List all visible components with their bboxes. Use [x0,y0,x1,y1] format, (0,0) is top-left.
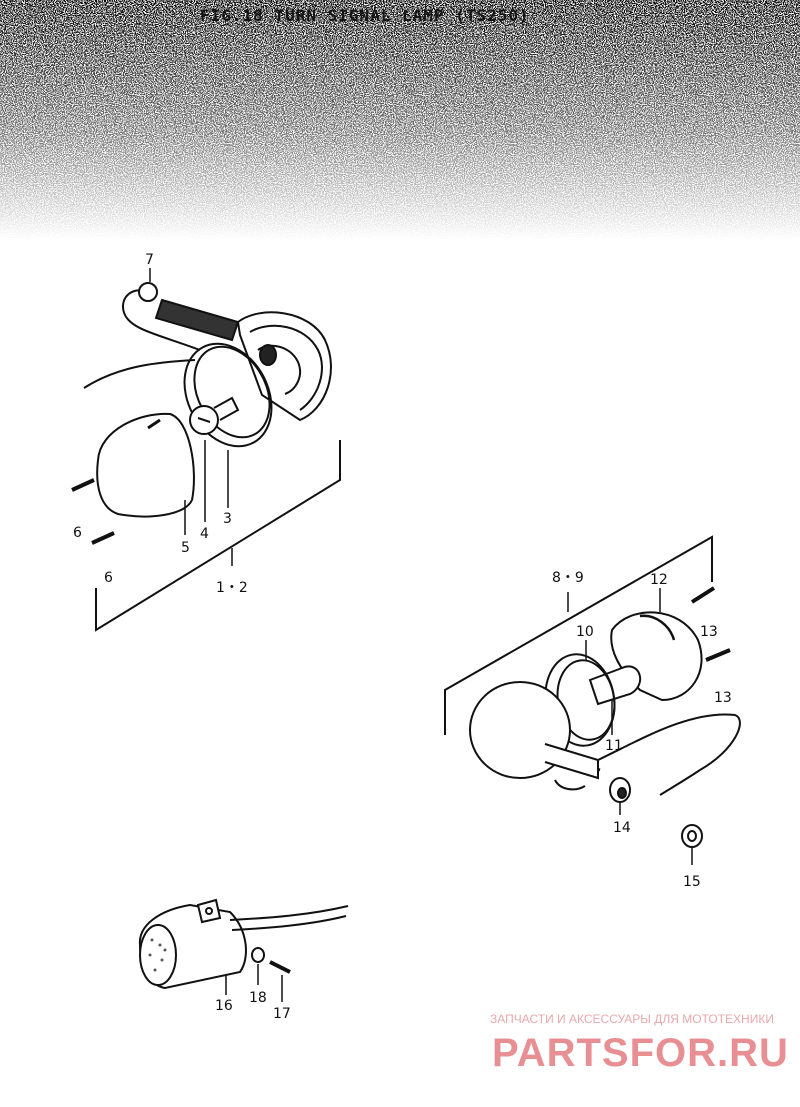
label-17: 17 [273,1006,291,1022]
wire-loop [122,289,201,351]
label-11: 11 [605,738,623,754]
screw-6b [91,531,115,545]
screw-13a [690,586,716,604]
lens-5 [96,412,195,518]
relay-assembly [138,898,349,1002]
nut-7 [138,282,158,302]
label-13b: 13 [714,690,732,706]
label-6a: 6 [73,525,82,541]
label-10: 10 [576,624,594,640]
washer-18 [251,947,265,963]
figure-title: FIG.18 TURN SIGNAL LAMP (TS250) [200,6,530,25]
label-18: 18 [249,990,267,1006]
label-3: 3 [223,511,232,527]
label-8-9: 8・9 [552,570,584,586]
screw-17 [269,960,291,974]
label-13a: 13 [700,624,718,640]
label-1-2: 1・2 [216,580,248,596]
label-4: 4 [200,526,209,542]
label-12: 12 [650,572,668,588]
rear-lamp-assembly [444,535,741,865]
label-14: 14 [613,820,631,836]
label-15: 15 [683,874,701,890]
lamp-housing [236,311,332,422]
watermark-logo: PARTSFOR.RU [492,1031,789,1074]
watermark-logo-text: PARTSFOR.RU [492,1031,789,1074]
label-16: 16 [215,998,233,1014]
front-lamp-assembly [71,268,341,632]
label-6b: 6 [104,570,113,586]
label-5: 5 [181,540,190,556]
screw-13b [705,648,731,662]
scan-noise [0,0,800,240]
label-7: 7 [145,252,154,268]
bracket-1-2 [95,440,341,632]
watermark-tagline: ЗАПЧАСТИ И АКСЕССУАРЫ ДЛЯ МОТОТЕХНИКИ [490,1012,774,1026]
bracket-8-9 [444,535,713,735]
screw-6a [71,478,95,492]
washer-15 [681,824,703,848]
threaded-stud [154,298,240,342]
